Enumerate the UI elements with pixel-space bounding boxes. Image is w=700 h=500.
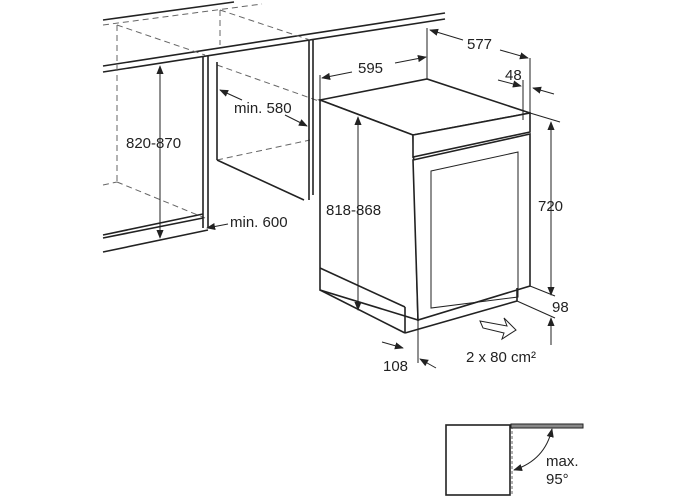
ventilation-arrow-icon: [479, 317, 517, 341]
wine-cooler-appliance: [317, 78, 531, 334]
niche-depth-dimension: [219, 89, 308, 127]
label-door-angle-value: 95°: [546, 471, 569, 488]
label-appliance-depth: 577: [467, 36, 492, 53]
label-door-height: 720: [538, 198, 563, 215]
label-appliance-height: 818-868: [326, 202, 381, 219]
label-niche-width: min. 600: [230, 214, 288, 231]
label-ventilation: 2 x 80 cm²: [466, 349, 536, 366]
appliance-dimensions: [319, 28, 561, 369]
niche-width-dimension: [206, 222, 229, 231]
label-plinth-depth: 108: [383, 358, 408, 375]
label-door-angle-max: max.: [546, 453, 579, 470]
label-niche-height: 820-870: [126, 135, 181, 152]
door-opening-detail: [445, 423, 584, 496]
kitchen-niche: [102, 1, 446, 253]
label-niche-depth: min. 580: [234, 100, 292, 117]
label-door-projection: 48: [505, 67, 522, 84]
label-plinth-height: 98: [552, 299, 569, 316]
label-appliance-width: 595: [358, 60, 383, 77]
